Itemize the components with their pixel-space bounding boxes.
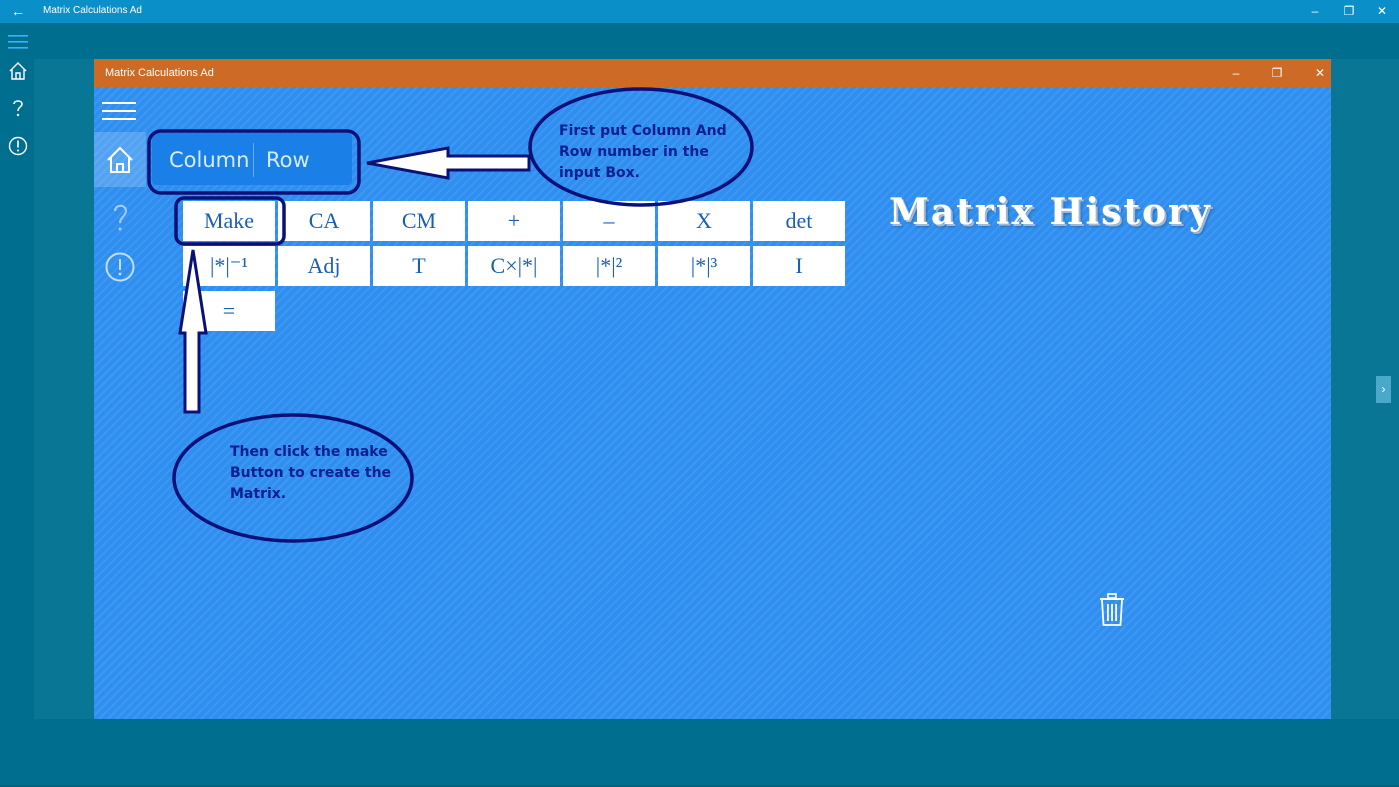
identity-button[interactable]: I <box>753 246 845 286</box>
info-icon[interactable] <box>104 251 136 283</box>
matrix-history-title: Matrix History <box>889 191 1212 233</box>
top-callout-text: First put Column And Row number in the i… <box>559 121 727 184</box>
inner-title-bar: Matrix Calculations Ad – ❐ ✕ <box>94 59 1331 87</box>
window-title: Matrix Calculations Ad <box>43 5 142 16</box>
row-input[interactable] <box>264 143 348 177</box>
top-callout-line: Row number in the <box>559 144 709 160</box>
cm-button[interactable]: CM <box>373 201 465 241</box>
inner-window-title: Matrix Calculations Ad <box>105 67 214 79</box>
back-button[interactable]: ← <box>11 3 25 19</box>
hamburger-icon[interactable] <box>7 31 29 53</box>
transpose-button[interactable]: T <box>373 246 465 286</box>
cube-button[interactable]: |*|³ <box>658 246 750 286</box>
help-icon[interactable] <box>111 202 129 234</box>
window-title-bar: ← Matrix Calculations Ad – ❐ ✕ <box>0 0 1399 23</box>
help-icon[interactable] <box>7 97 29 119</box>
inner-restore-button[interactable]: ❐ <box>1271 66 1283 80</box>
input-divider <box>253 143 254 177</box>
inverse-button[interactable]: |*|⁻¹ <box>183 246 275 286</box>
column-input[interactable] <box>167 143 255 177</box>
bottom-callout-line: Matrix. <box>230 486 287 502</box>
home-icon[interactable] <box>7 60 29 82</box>
dimension-input-box <box>152 133 352 185</box>
top-callout-line: input Box. <box>559 165 640 181</box>
adjoint-button[interactable]: Adj <box>278 246 370 286</box>
top-callout-line: First put Column And <box>559 123 727 139</box>
bottom-callout-text: Then click the make Button to create the… <box>230 442 391 505</box>
ca-button[interactable]: CA <box>278 201 370 241</box>
make-button[interactable]: Make <box>183 201 275 241</box>
bottom-callout-line: Button to create the <box>230 465 392 481</box>
left-rail <box>0 23 34 787</box>
minimize-button[interactable]: – <box>1311 4 1319 18</box>
restore-button[interactable]: ❐ <box>1343 4 1355 18</box>
inner-close-button[interactable]: ✕ <box>1314 66 1326 80</box>
determinant-button[interactable]: det <box>753 201 845 241</box>
trash-icon[interactable] <box>1097 591 1127 627</box>
bottom-callout-line: Then click the make <box>230 444 388 460</box>
scalar-multiply-button[interactable]: C×|*| <box>468 246 560 286</box>
nav-home-item[interactable] <box>94 132 146 187</box>
subtract-button[interactable]: – <box>563 201 655 241</box>
inner-minimize-button[interactable]: – <box>1232 66 1240 80</box>
hamburger-menu-icon[interactable] <box>102 101 136 121</box>
equals-button[interactable]: = <box>183 291 275 331</box>
home-icon <box>107 146 133 173</box>
bottom-edge <box>0 785 1399 787</box>
side-expand-tab[interactable]: › <box>1376 376 1391 403</box>
info-icon[interactable] <box>7 135 29 157</box>
close-button[interactable]: ✕ <box>1376 4 1388 18</box>
square-button[interactable]: |*|² <box>563 246 655 286</box>
multiply-button[interactable]: X <box>658 201 750 241</box>
add-button[interactable]: + <box>468 201 560 241</box>
